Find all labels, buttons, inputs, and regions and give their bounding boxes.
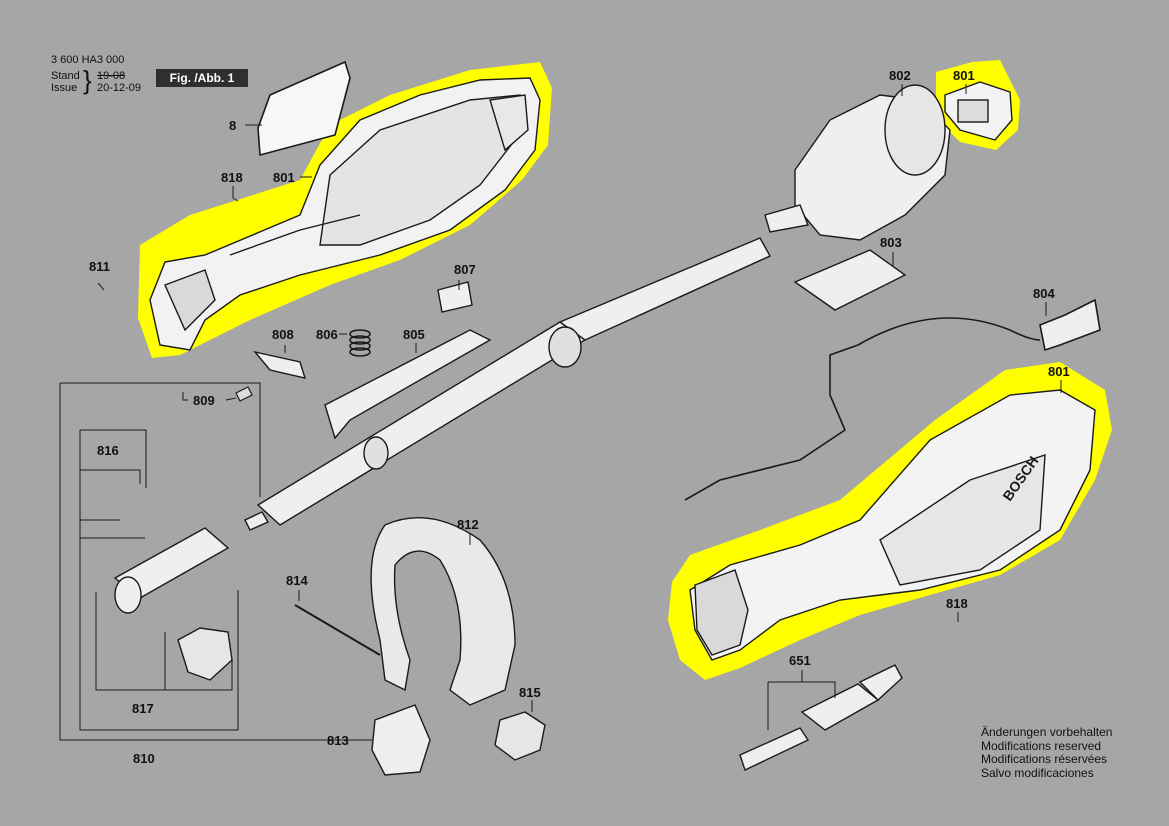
label-part-802: 802 (889, 68, 911, 83)
label-part-807: 807 (454, 262, 476, 277)
label-part-805: 805 (403, 327, 425, 342)
leader-lines (59, 84, 1062, 741)
label-part-811: 811 (89, 259, 110, 274)
issue-label: Issue (51, 82, 78, 94)
screw-809-part (235, 386, 253, 402)
document-number: 3 600 HA3 000 (51, 54, 125, 66)
label-part-804: 804 (1033, 286, 1055, 301)
disclaimer-de: Änderungen vorbehalten (981, 725, 1113, 739)
label-part-803: 803 (880, 235, 902, 250)
label-part-810: 810 (133, 751, 155, 766)
knob-part (494, 711, 546, 761)
switch-cover-part (944, 81, 1013, 141)
label-part-806: 806 (316, 327, 338, 342)
label-part-816: 816 (97, 443, 119, 458)
label-part-815: 815 (519, 685, 541, 700)
label-part-817: 817 (132, 701, 154, 716)
disclaimer-es: Salvo modificaciones (981, 765, 1094, 780)
cable-plug-part (739, 664, 903, 771)
label-part-651: 651 (789, 653, 811, 668)
plug-part (437, 281, 473, 313)
handle-shell-part (149, 77, 541, 351)
clip-part (253, 350, 307, 379)
label-part-812: 812 (457, 517, 479, 532)
label-part-818-bottom: 818 (946, 596, 968, 611)
disclaimer-en: Modifications reserved (981, 738, 1102, 753)
power-cable-part (684, 298, 1101, 501)
label-part-818-top: 818 (221, 170, 243, 185)
motor-housing-part (689, 389, 1096, 661)
label-part-801-switch: 801 (953, 68, 975, 83)
label-part-801-handle: 801 (273, 170, 295, 185)
motor-part (764, 84, 951, 241)
label-part-8: 8 (229, 118, 236, 133)
circuit-board-part (793, 249, 907, 311)
clamp-part (113, 527, 233, 681)
shaft-tube-part (244, 237, 771, 531)
label-part-814: 814 (286, 573, 308, 588)
stand-label: Stand (51, 70, 80, 82)
spring-part (349, 329, 371, 357)
label-part-801-housing: 801 (1048, 364, 1070, 379)
label-part-809: 809 (193, 393, 215, 408)
disclaimer: Änderungen vorbehalten Modifications res… (981, 725, 1113, 780)
label-part-808: 808 (272, 327, 294, 342)
label-part-813: 813 (327, 733, 349, 748)
switch-lever-part (324, 329, 492, 440)
disclaimer-fr: Modifications réservées (981, 752, 1108, 766)
figure-label: Fig. /Abb. 1 (156, 69, 248, 87)
issue-date: 20-12-09 (97, 82, 142, 94)
loop-handle-part (370, 517, 516, 706)
brace-symbol: } (83, 65, 92, 95)
bolt-part (294, 604, 381, 656)
adapter-part (371, 704, 431, 776)
window-part (257, 60, 351, 157)
stand-date: 19-08 (97, 70, 126, 82)
